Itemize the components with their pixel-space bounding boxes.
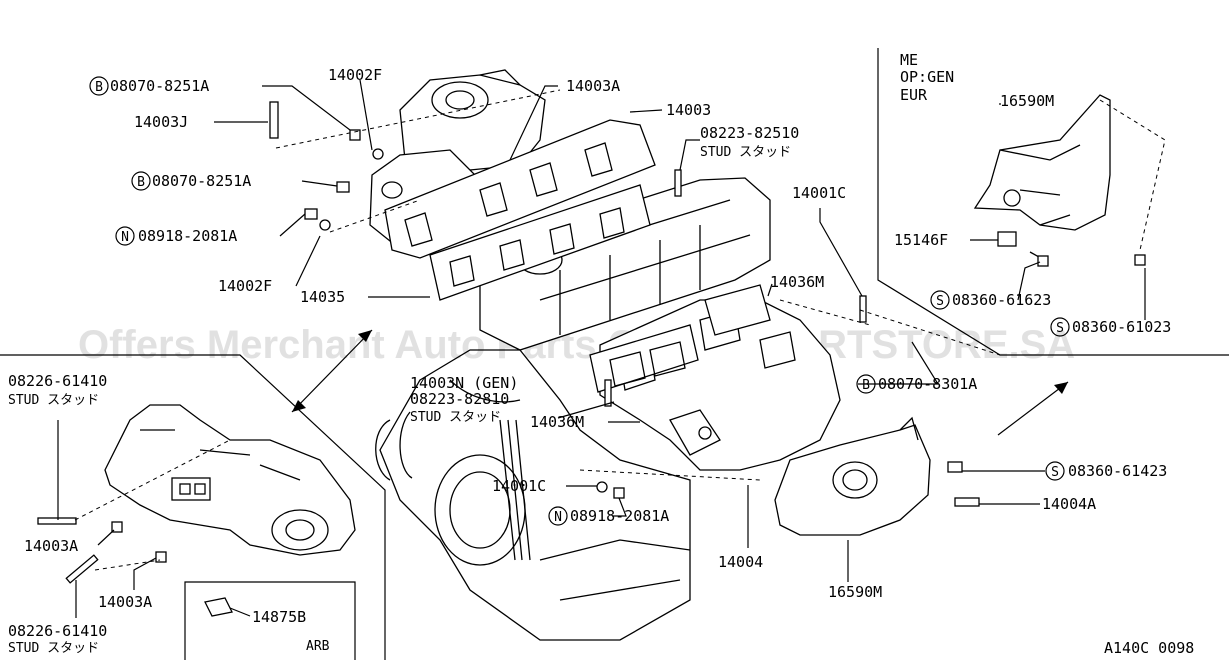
bolt-symbol-letter: B: [862, 378, 870, 393]
inset-heat-shield-drawing: [973, 94, 1111, 267]
label-08918-2081a-left: 08918-2081A: [138, 227, 237, 245]
label-14003a-left1: 14003A: [24, 537, 78, 555]
label-14036m-mid: 14036M: [530, 413, 584, 431]
label-14001c-bottom: 14001C: [492, 477, 546, 495]
bolt-symbol-8301a: B: [856, 374, 876, 394]
label-08918-2081a-bottom: 08918-2081A: [570, 507, 669, 525]
label-14035: 14035: [300, 288, 345, 306]
label-14003n-gen: 14003N (GEN): [410, 374, 518, 392]
label-stud-4: STUD スタッド: [8, 641, 99, 656]
screw-symbol-letter: S: [1056, 321, 1064, 336]
label-14002f-bottom: 14002F: [218, 277, 272, 295]
gasket-14003-drawing: [384, 119, 656, 259]
label-14003a-top: 14003A: [566, 77, 620, 95]
inset-frame-arb: [184, 581, 356, 660]
bolt-symbol-top: B: [89, 76, 109, 96]
screw-symbol-61023: S: [1050, 317, 1070, 337]
label-08070-8301a: 08070-8301A: [878, 375, 977, 393]
label-16590m-bottom: 16590M: [828, 583, 882, 601]
nut-symbol-left: N: [115, 226, 135, 246]
screw-symbol-letter: S: [1051, 465, 1059, 480]
leader-lines: [57, 79, 1146, 618]
screw-symbol-61623: S: [930, 290, 950, 310]
label-08070-8251a-top: 08070-8251A: [110, 77, 209, 95]
bolt-symbol-letter: B: [137, 175, 145, 190]
label-16590m-top: 16590M: [1000, 92, 1054, 110]
label-08223-82510: 08223-82510: [700, 124, 799, 142]
nut-symbol-letter: N: [554, 510, 562, 525]
label-14003: 14003: [666, 101, 711, 119]
label-14004: 14004: [718, 553, 763, 571]
label-14002f-top: 14002F: [328, 66, 382, 84]
label-14875b: 14875B: [252, 608, 306, 626]
label-stud-2: STUD スタッド: [410, 410, 501, 425]
label-14001c-top: 14001C: [792, 184, 846, 202]
label-08223-82810: 08223-82810: [410, 390, 509, 408]
inset-me-line-2: OP:GEN: [900, 68, 954, 86]
nut-symbol-bottom: N: [548, 506, 568, 526]
label-08360-61423: 08360-61423: [1068, 462, 1167, 480]
arrow-left-inset: [291, 329, 373, 413]
inset-frame-left-manifold: [0, 354, 386, 660]
gasket-14036m-drawing: [589, 284, 771, 393]
inset-me-line-1: ME: [900, 51, 918, 69]
label-08070-8251a-mid: 08070-8251A: [152, 172, 251, 190]
label-08226-61410-bottom: 08226-61410: [8, 622, 107, 640]
bolt-symbol-letter: B: [95, 80, 103, 95]
bolt-symbol-mid: B: [131, 171, 151, 191]
label-14036m-top: 14036M: [770, 273, 824, 291]
left-inset-manifold-drawing: [104, 404, 356, 556]
inset-frame-me-op-gen-eur: [877, 48, 1229, 356]
label-14003j: 14003J: [134, 113, 188, 131]
screw-symbol-61423: S: [1045, 461, 1065, 481]
label-stud-3: STUD スタッド: [8, 393, 99, 408]
label-arb: ARB: [306, 639, 330, 654]
label-08360-61023: 08360-61023: [1072, 318, 1171, 336]
inset-me-line-3: EUR: [900, 86, 928, 104]
alignment-lines: [74, 89, 1166, 571]
label-08360-61623: 08360-61623: [952, 291, 1051, 309]
heat-shield-16590m-drawing: [774, 416, 931, 536]
gasket-14035-drawing: [429, 184, 651, 301]
hardware-drawing: [37, 101, 1146, 617]
label-14003a-left2: 14003A: [98, 593, 152, 611]
drawing-code: A140C 0098: [1104, 639, 1194, 657]
label-08226-61410-top: 08226-61410: [8, 372, 107, 390]
screw-symbol-letter: S: [936, 294, 944, 309]
nut-symbol-letter: N: [121, 230, 129, 245]
label-15146f: 15146F: [894, 231, 948, 249]
label-stud-1: STUD スタッド: [700, 145, 791, 160]
label-14004a: 14004A: [1042, 495, 1096, 513]
arrow-right-inset: [997, 381, 1069, 436]
